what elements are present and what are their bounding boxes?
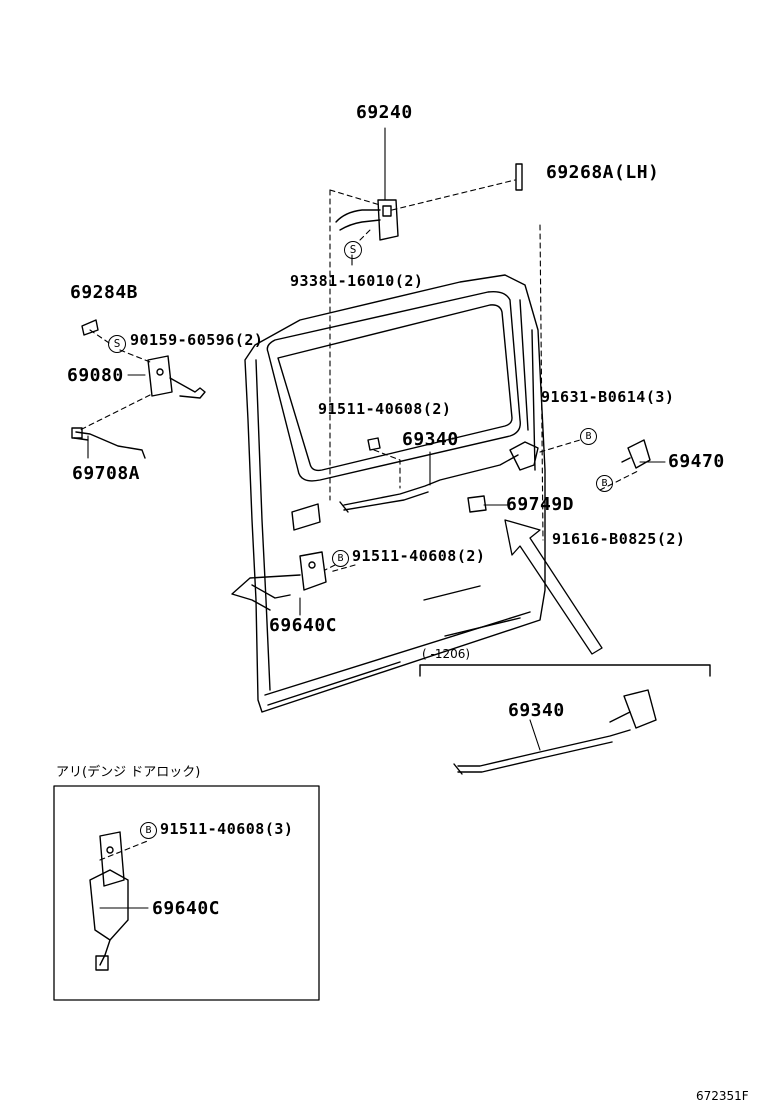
label-range: ( -1206): [422, 647, 471, 661]
label-91511-inset: 91511-40608(3): [160, 820, 294, 838]
label-69708A: 69708A: [72, 463, 141, 484]
part-69268A: [515, 163, 523, 191]
back-door-window: [266, 290, 521, 482]
label-69470: 69470: [668, 451, 725, 472]
door-crease: [423, 585, 481, 601]
label-69240: 69240: [356, 102, 413, 123]
part-69340-detail: [453, 689, 657, 775]
label-69340-detail: 69340: [508, 700, 565, 721]
part-69640C-door: [231, 551, 327, 611]
leader-lines: [79, 179, 641, 861]
part-69240: [335, 199, 399, 241]
part-69284B: [81, 319, 99, 336]
label-leaders: [87, 127, 666, 909]
label-inset-title: アリ(デンジ ドアロック): [56, 765, 201, 780]
label-90159: 90159-60596(2): [130, 331, 264, 349]
handle-recess: [291, 503, 321, 531]
back-door-panel: [244, 274, 546, 713]
label-91616: 91616-B0825(2): [552, 530, 686, 548]
label-93381: 93381-16010(2): [290, 272, 424, 290]
label-69749D: 69749D: [506, 494, 575, 515]
marker-b-91511-inset: B: [140, 822, 157, 839]
label-69080: 69080: [67, 365, 124, 386]
part-69470: [621, 439, 651, 469]
marker-s-93381: S: [344, 241, 362, 259]
label-69268A: 69268A(LH): [546, 162, 660, 183]
label-91631: 91631-B0614(3): [541, 388, 675, 406]
label-69640C-inset: 69640C: [152, 898, 221, 919]
label-69640C-door: 69640C: [269, 615, 338, 636]
marker-b-91616: B: [596, 475, 613, 492]
marker-s-90159: S: [108, 335, 126, 353]
detail-arrow: [504, 519, 603, 655]
range-bracket: [419, 664, 711, 677]
label-91511-upper: 91511-40608(2): [318, 400, 452, 418]
door-crease-2: [444, 617, 521, 637]
part-69080: [147, 355, 206, 399]
marker-b-91631: B: [580, 428, 597, 445]
marker-b-91511-door: B: [332, 550, 349, 567]
label-91511-door: 91511-40608(2): [352, 547, 486, 565]
bolt-91511-upper: [367, 437, 381, 451]
label-69284B: 69284B: [70, 282, 139, 303]
part-69708A: [71, 427, 146, 459]
part-69640C-inset: [89, 831, 129, 971]
label-figure-code: 672351F: [696, 1089, 749, 1103]
label-69340-door: 69340: [402, 429, 459, 450]
part-69340-cable: [339, 441, 539, 513]
part-69749D: [467, 495, 487, 513]
inset-frame: [53, 785, 320, 1001]
